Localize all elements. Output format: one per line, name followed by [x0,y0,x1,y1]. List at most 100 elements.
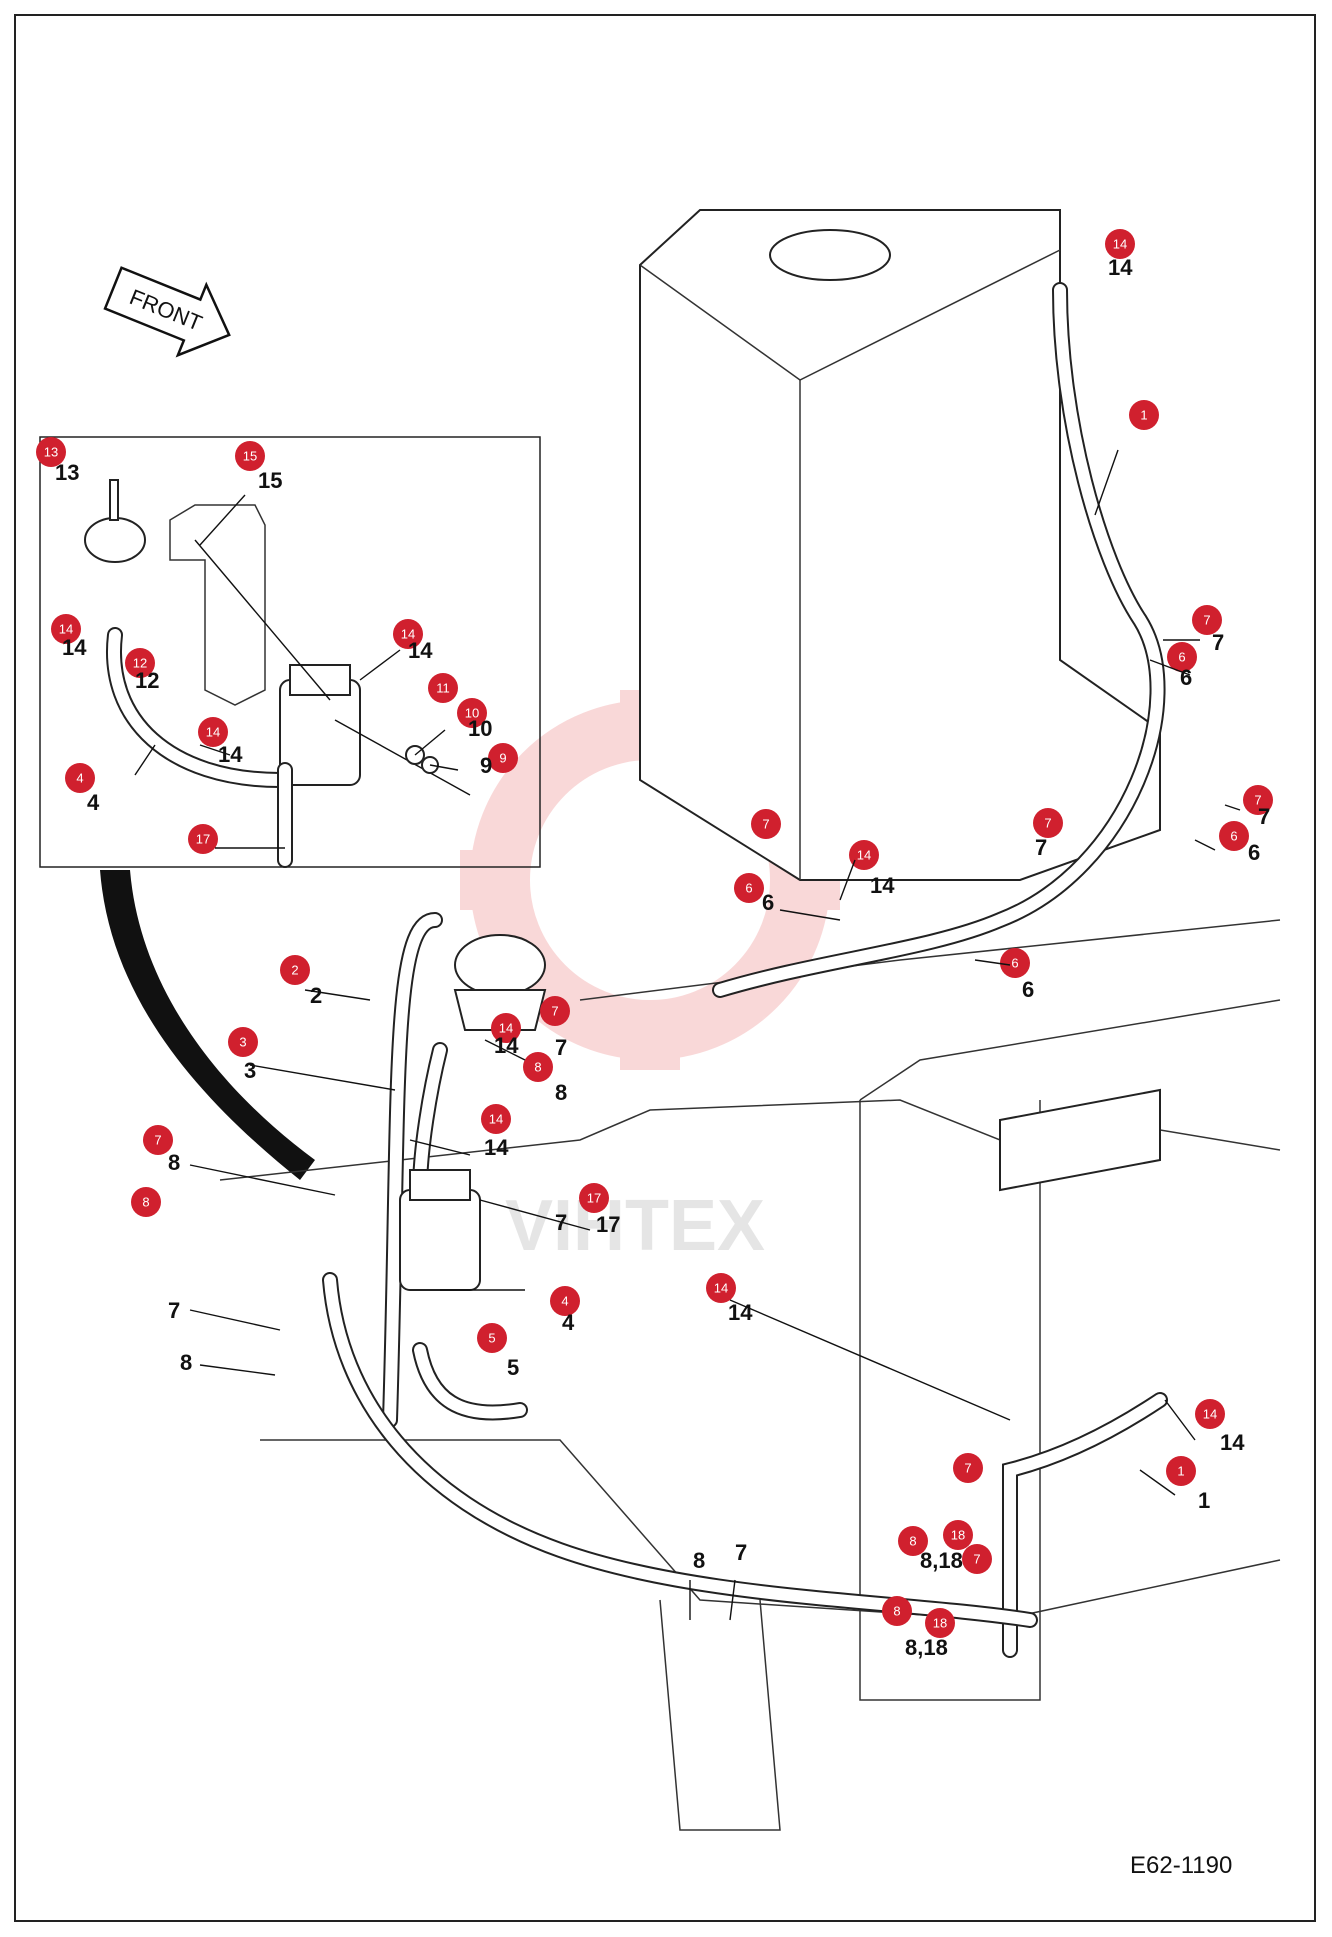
callout-number: 6 [745,881,752,896]
callout-dot [751,809,781,839]
callout-number: 17 [196,832,210,847]
part-number-label: 8,18 [920,1548,963,1573]
part-number-label: 7 [735,1540,747,1565]
callout-dot [428,673,458,703]
callout-number: 17 [587,1191,601,1206]
leader-line [189,1309,281,1331]
callout-marker: 6 [1000,948,1030,978]
callout-marker: 18 [943,1520,973,1550]
part-number-label: 14 [218,742,243,767]
leader-line [479,1199,591,1231]
leader-line [134,744,156,776]
callout-number: 14 [857,848,871,863]
callout-marker: 6 [1219,821,1249,851]
callout-number: 6 [1011,956,1018,971]
part-number-label: 6 [1248,840,1260,865]
part-number-label: 14 [484,1135,509,1160]
part-number-label: 7 [1035,835,1047,860]
callout-dot [925,1608,955,1638]
callout-dot [477,1323,507,1353]
callout-number: 3 [239,1035,246,1050]
callout-number: 4 [76,771,83,786]
callout-dot [393,619,423,649]
callout-dot [488,743,518,773]
callout-number: 1 [1177,1464,1184,1479]
callout-marker: 7 [1243,785,1273,815]
callout-marker: 14 [1195,1399,1225,1429]
callout-number: 14 [1113,237,1127,252]
callout-marker: 14 [849,840,879,870]
callout-number: 15 [243,449,257,464]
callout-dot [235,441,265,471]
callout-marker: 7 [1033,808,1063,838]
callout-marker: 14 [481,1104,511,1134]
part-number-label: 12 [135,668,159,693]
callout-marker: 3 [228,1027,258,1057]
part-number-label: 4 [562,1310,575,1335]
part-number-label: 9 [480,753,492,778]
part-number-label: 7 [1258,804,1270,829]
callout-marker: 7 [751,809,781,839]
callout-marker: 8 [882,1596,912,1626]
callout-marker: 8 [523,1052,553,1082]
callout-dot [550,1286,580,1316]
callout-dot [523,1052,553,1082]
part-number-label: 8 [168,1150,180,1175]
detail-inset-box [39,436,541,868]
callout-marker: 5 [477,1323,507,1353]
callout-marker: 12 [125,648,155,678]
callout-number: 18 [933,1616,947,1631]
part-number-label: 14 [1108,255,1133,280]
callout-number: 7 [1203,613,1210,628]
callout-marker: 14 [491,1013,521,1043]
callout-number: 7 [1044,816,1051,831]
leader-line [189,1164,336,1196]
callout-dot [1219,821,1249,851]
callout-dot [188,824,218,854]
callout-number: 7 [973,1552,980,1567]
callout-dot [1192,605,1222,635]
inset-pointer-arrow [100,870,315,1180]
callout-dot [280,955,310,985]
callout-number: 1 [1140,408,1147,423]
callout-number: 8 [534,1060,541,1075]
part-number-label: 8 [693,1548,705,1573]
callout-number: 7 [154,1133,161,1148]
part-number-label: 6 [1180,665,1192,690]
callout-dot [734,873,764,903]
callout-dot [65,763,95,793]
callout-marker: 11 [428,673,458,703]
callout-number: 13 [44,445,58,460]
part-number-label: 10 [468,716,492,741]
callout-dot [143,1125,173,1155]
callout-number: 14 [489,1112,503,1127]
callout-marker: 8 [131,1187,161,1217]
callout-marker: 15 [235,441,265,471]
part-number-label: 3 [244,1058,256,1083]
callout-marker: 2 [280,955,310,985]
callout-marker: 9 [488,743,518,773]
leader-line [729,1299,1011,1421]
callout-number: 8 [142,1195,149,1210]
callout-dot [943,1520,973,1550]
callout-dot [481,1104,511,1134]
leader-line [414,729,446,756]
callout-marker: 14 [1105,229,1135,259]
leader-line [304,989,371,1001]
part-number-label: 8,18 [905,1635,948,1660]
callout-marker: 18 [925,1608,955,1638]
part-number-label: 7 [1212,630,1224,655]
part-number-label: 4 [87,790,100,815]
callout-marker: 8 [898,1526,928,1556]
leader-line [199,494,246,546]
callout-number: 2 [291,963,298,978]
callout-dot [1033,808,1063,838]
leader-line [1194,839,1216,851]
callout-dot [228,1027,258,1057]
callout-number: 14 [401,627,415,642]
callout-dot [131,1187,161,1217]
callout-number: 14 [499,1021,513,1036]
leader-line [1224,804,1241,811]
drawing-border [14,14,1316,1922]
